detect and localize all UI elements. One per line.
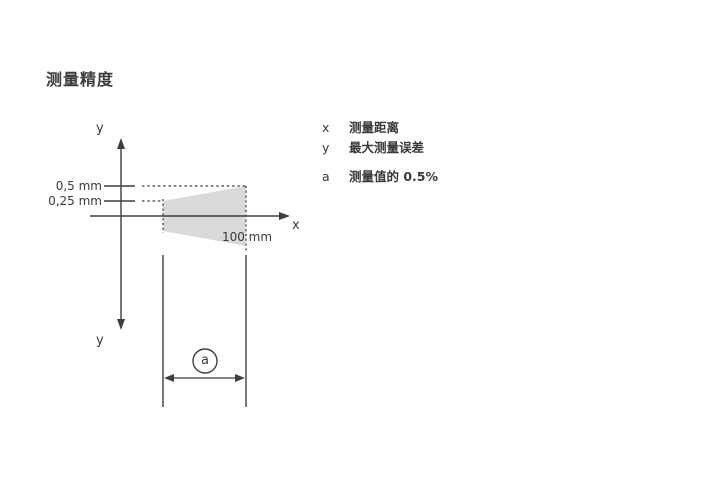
legend-key-a: a xyxy=(322,169,330,184)
legend-label-x: 测量距离 xyxy=(349,120,400,135)
y-axis-bottom-label: y xyxy=(96,333,104,348)
x-axis-arrowhead-icon xyxy=(279,212,290,220)
tick-label-lower: 0,25 mm xyxy=(48,194,102,208)
range-marker-circle xyxy=(192,348,218,374)
y-axis-top-arrowhead-icon xyxy=(117,138,125,149)
legend-item-a: a 测量值的 0.5% xyxy=(322,169,439,184)
legend-label-a: 测量值的 0.5% xyxy=(349,169,439,184)
y-axis-top-label: y xyxy=(96,121,104,136)
legend-key-y: y xyxy=(322,140,330,155)
distance-label: 100 mm xyxy=(221,230,273,244)
range-marker-label: a xyxy=(201,353,209,369)
legend-item-x: x 测量距离 xyxy=(322,120,400,135)
legend-item-y: y 最大测量误差 xyxy=(322,140,425,155)
y-axis-bottom-arrowhead-icon xyxy=(117,319,125,330)
range-arrowhead-left-icon xyxy=(164,374,174,382)
range-arrowhead-right-icon xyxy=(235,374,245,382)
legend-label-y: 最大测量误差 xyxy=(349,140,425,155)
tick-label-upper: 0,5 mm xyxy=(55,179,102,193)
legend-key-x: x xyxy=(322,120,330,135)
page-title: 测量精度 xyxy=(46,70,115,89)
x-axis-label: x xyxy=(292,218,300,233)
